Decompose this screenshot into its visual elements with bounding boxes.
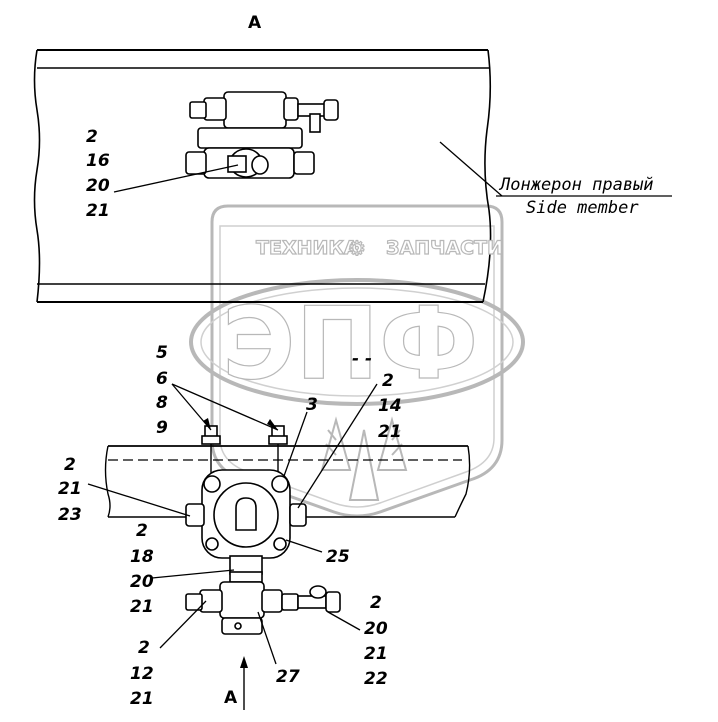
- callout-top-16: 16: [86, 151, 110, 171]
- callout-27: 27: [276, 667, 300, 687]
- callout-upper-right-2: 2: [382, 371, 394, 391]
- callout-left-23: 23: [58, 505, 82, 525]
- leader-top-group: [113, 164, 239, 193]
- watermark-ring: [189, 278, 525, 406]
- callout-lower-left-2: 2: [136, 521, 148, 541]
- view-arrow: [240, 656, 248, 710]
- callout-right-21: 21: [364, 644, 388, 664]
- side-member-label-en: Side member: [526, 198, 639, 218]
- callout-upper-right-21: 21: [378, 422, 402, 442]
- callout-left-2: 2: [64, 455, 76, 475]
- callout-right-20: 20: [364, 619, 388, 639]
- watermark-big-text: ЭПФ: [222, 285, 478, 402]
- side-member-section: [104, 445, 471, 518]
- callout-8: 8: [156, 393, 168, 413]
- dash-mark: - -: [352, 349, 372, 369]
- view-title: А: [248, 13, 262, 33]
- callout-right-22: 22: [364, 669, 388, 689]
- callout-9: 9: [156, 418, 168, 438]
- watermark-wheat: [320, 416, 408, 501]
- lower-valve: [185, 571, 341, 635]
- main-valve: [185, 469, 307, 575]
- callout-bottom-left-12: 12: [130, 664, 154, 684]
- mounting-bolts: [201, 425, 288, 476]
- callout-6: 6: [156, 369, 168, 389]
- callout-left-21: 21: [58, 479, 82, 499]
- callout-bottom-left-2: 2: [138, 638, 150, 658]
- lower-leaders: [87, 383, 378, 665]
- callout-lower-left-20: 20: [130, 572, 154, 592]
- side-member-top-view: [33, 49, 492, 303]
- callout-bottom-left-21: 21: [130, 689, 154, 709]
- watermark-text-right: ЗАПЧАСТИ: [386, 237, 503, 259]
- callout-right-2: 2: [370, 593, 382, 613]
- callout-5: 5: [156, 343, 168, 363]
- callout-lower-left-21: 21: [130, 597, 154, 617]
- callout-3: 3: [306, 395, 318, 415]
- callout-upper-right-14: 14: [378, 396, 402, 416]
- side-member-label-ru: Лонжерон правый: [498, 175, 654, 195]
- watermark-text-left: ТЕХНИКА: [256, 237, 359, 259]
- callout-lower-left-18: 18: [130, 547, 154, 567]
- top-valve-assembly: [185, 91, 339, 179]
- callout-top-20: 20: [86, 176, 110, 196]
- callout-top-2: 2: [86, 127, 98, 147]
- leader-side-member: [439, 141, 503, 197]
- view-arrow-label: А: [224, 688, 238, 708]
- callout-25: 25: [326, 547, 350, 567]
- watermark-gear-icon: ⚙: [348, 236, 366, 260]
- callout-top-21: 21: [86, 201, 110, 221]
